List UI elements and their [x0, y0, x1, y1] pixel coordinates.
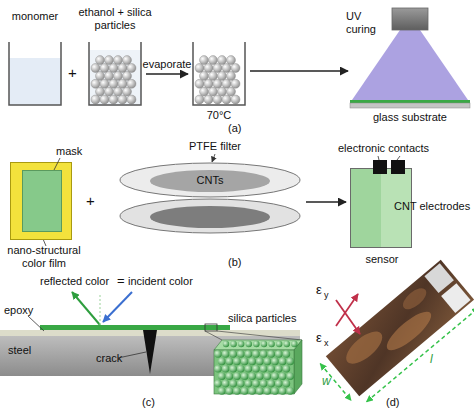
strain-arrows: [336, 294, 360, 334]
cnt-layer: CNTs: [150, 170, 270, 192]
process-arrow: [146, 73, 188, 75]
leader-lines: [40, 156, 400, 246]
text-label: ε: [316, 282, 322, 297]
text-label: silica particles: [228, 312, 296, 325]
node-label: glass substrate: [350, 111, 470, 124]
text-label: (d): [386, 396, 399, 409]
glass-substrate: glass substrate: [350, 100, 470, 108]
text-label: reflected color: [40, 275, 109, 288]
node-label: PTFE filter: [180, 140, 250, 153]
text-label: x: [324, 338, 329, 349]
uv-lamp: UV curing: [352, 6, 468, 100]
glass-substrate-outline: [350, 100, 470, 108]
edge-label: evaporate: [127, 58, 207, 71]
beaker-outline: [8, 42, 62, 106]
silica-particles: [214, 341, 297, 395]
process-arrow: [306, 201, 346, 203]
beaker-outline: [88, 42, 142, 106]
cross-section: [0, 292, 302, 395]
beaker: ethanol + silica particles: [88, 42, 142, 106]
mask: masknano-structural color film: [10, 162, 72, 240]
text-label: w: [322, 374, 331, 388]
text-label: (c): [142, 396, 155, 409]
text-label: crack: [96, 352, 122, 365]
process-arrow: [250, 70, 348, 72]
beaker-outline: [192, 42, 246, 106]
node-label: UV curing: [346, 10, 386, 36]
text-label: CNT electrodes: [394, 200, 470, 213]
text-label: y: [324, 290, 329, 301]
node-label: CNTs: [150, 174, 270, 187]
text-label: steel: [8, 344, 31, 357]
node-label: sensor: [351, 253, 413, 266]
color-film: nano-structural color film: [22, 170, 62, 232]
text-label: +: [68, 64, 77, 81]
node-label: 70°C: [192, 109, 246, 122]
node-label: nano-structural color film: [5, 244, 83, 270]
text-label: incident color: [128, 275, 193, 288]
text-label: (b): [228, 256, 241, 269]
ptfe-filter: PTFE filterCNTs: [118, 160, 302, 236]
text-label: +: [86, 192, 95, 209]
text-label: =: [117, 273, 125, 288]
node-label: ethanol + silica particles: [77, 6, 153, 32]
node-label: mask: [56, 145, 96, 158]
beaker: monomer: [8, 42, 62, 106]
uv-lamp-outline: [352, 6, 468, 100]
text-label: epoxy: [4, 304, 33, 317]
sensor-photo: [319, 260, 474, 409]
text-label: (a): [228, 122, 241, 135]
node-label: monomer: [0, 10, 72, 23]
text-label: ε: [316, 330, 322, 345]
beaker: 70°C: [192, 42, 246, 106]
text-label: electronic contacts: [338, 142, 429, 155]
text-label: l: [430, 352, 433, 366]
